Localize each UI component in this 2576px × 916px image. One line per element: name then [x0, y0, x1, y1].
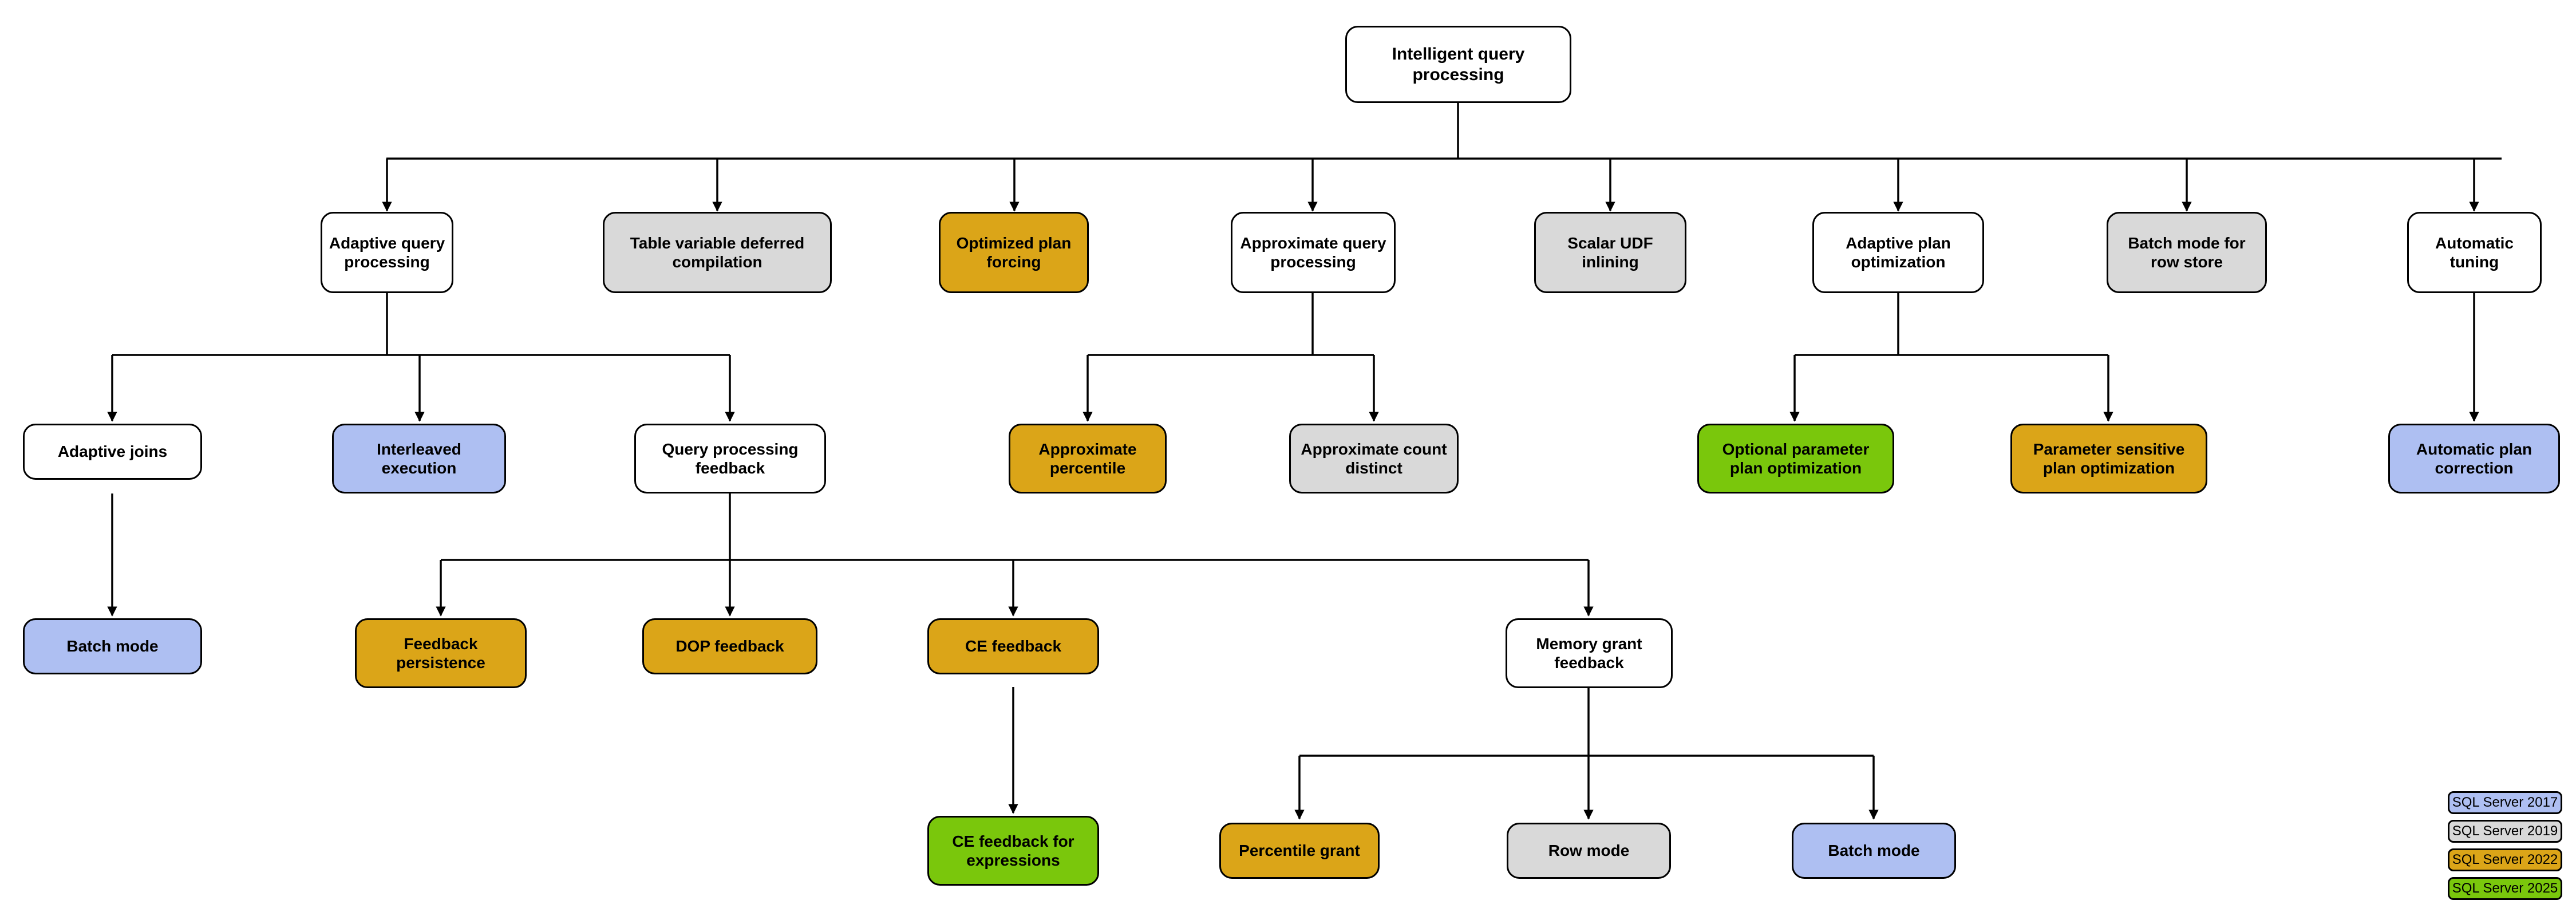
node-label: Scalar UDF inlining: [1567, 234, 1653, 271]
node-label: Query processing feedback: [662, 440, 799, 477]
node-label: Percentile grant: [1239, 842, 1360, 860]
node-label: Interleaved execution: [377, 440, 461, 477]
node-label: CE feedback: [965, 637, 1062, 656]
node-intelligent-query-processing[interactable]: Intelligent query processing: [1345, 26, 1571, 103]
node-label: DOP feedback: [675, 637, 784, 656]
node-ce-feedback-for-expressions[interactable]: CE feedback for expressions: [927, 816, 1099, 886]
node-memory-grant-feedback[interactable]: Memory grant feedback: [1506, 618, 1673, 688]
node-optional-parameter-plan-optimization[interactable]: Optional parameter plan optimization: [1697, 424, 1894, 493]
node-row-mode[interactable]: Row mode: [1507, 823, 1671, 879]
node-percentile-grant[interactable]: Percentile grant: [1219, 823, 1380, 879]
node-label: Feedback persistence: [396, 634, 485, 672]
node-label: Adaptive query processing: [329, 234, 445, 271]
node-adaptive-joins[interactable]: Adaptive joins: [23, 424, 202, 480]
node-batch-mode-for-row-store[interactable]: Batch mode for row store: [2107, 212, 2267, 293]
node-label: Intelligent query processing: [1392, 45, 1525, 84]
node-adaptive-plan-optimization[interactable]: Adaptive plan optimization: [1812, 212, 1984, 293]
node-dop-feedback[interactable]: DOP feedback: [642, 618, 817, 674]
node-table-variable-deferred-compilation[interactable]: Table variable deferred compilation: [603, 212, 832, 293]
legend-item-label: SQL Server 2022: [2452, 852, 2558, 867]
node-approximate-count-distinct[interactable]: Approximate count distinct: [1289, 424, 1459, 493]
node-approximate-percentile[interactable]: Approximate percentile: [1009, 424, 1167, 493]
legend-item-label: SQL Server 2019: [2452, 823, 2558, 839]
node-optimized-plan-forcing[interactable]: Optimized plan forcing: [939, 212, 1089, 293]
node-label: CE feedback for expressions: [952, 832, 1074, 869]
legend-item-label: SQL Server 2017: [2452, 795, 2558, 810]
legend-item-sql-server-2019: SQL Server 2019: [2448, 820, 2562, 843]
legend-item-label: SQL Server 2025: [2452, 881, 2558, 896]
node-label: Adaptive joins: [57, 443, 168, 461]
legend-item-sql-server-2025: SQL Server 2025: [2448, 877, 2562, 900]
node-label: Batch mode: [66, 637, 159, 656]
node-label: Parameter sensitive plan optimization: [2033, 440, 2185, 477]
node-interleaved-execution[interactable]: Interleaved execution: [332, 424, 506, 493]
legend-item-sql-server-2017: SQL Server 2017: [2448, 791, 2562, 814]
node-label: Automatic plan correction: [2416, 440, 2532, 477]
node-label: Adaptive plan optimization: [1846, 234, 1951, 271]
node-label: Automatic tuning: [2435, 234, 2514, 271]
node-label: Approximate count distinct: [1301, 440, 1447, 477]
node-label: Table variable deferred compilation: [630, 234, 805, 271]
node-automatic-plan-correction[interactable]: Automatic plan correction: [2388, 424, 2560, 493]
node-label: Batch mode for row store: [2128, 234, 2246, 271]
node-label: Optimized plan forcing: [956, 234, 1072, 271]
node-approximate-query-processing[interactable]: Approximate query processing: [1231, 212, 1396, 293]
node-query-processing-feedback[interactable]: Query processing feedback: [634, 424, 826, 493]
node-label: Optional parameter plan optimization: [1722, 440, 1870, 477]
node-adaptive-query-processing[interactable]: Adaptive query processing: [321, 212, 453, 293]
node-label: Row mode: [1548, 842, 1630, 860]
legend: SQL Server 2017 SQL Server 2019 SQL Serv…: [2448, 791, 2562, 900]
node-batch-mode-mgf[interactable]: Batch mode: [1792, 823, 1956, 879]
node-label: Batch mode: [1828, 842, 1920, 860]
node-ce-feedback[interactable]: CE feedback: [927, 618, 1099, 674]
node-parameter-sensitive-plan-optimization[interactable]: Parameter sensitive plan optimization: [2010, 424, 2207, 493]
node-automatic-tuning[interactable]: Automatic tuning: [2407, 212, 2542, 293]
node-label: Memory grant feedback: [1536, 634, 1642, 672]
legend-item-sql-server-2022: SQL Server 2022: [2448, 848, 2562, 871]
node-batch-mode[interactable]: Batch mode: [23, 618, 202, 674]
node-feedback-persistence[interactable]: Feedback persistence: [355, 618, 527, 688]
node-scalar-udf-inlining[interactable]: Scalar UDF inlining: [1534, 212, 1686, 293]
node-label: Approximate percentile: [1038, 440, 1137, 477]
node-label: Approximate query processing: [1240, 234, 1386, 271]
